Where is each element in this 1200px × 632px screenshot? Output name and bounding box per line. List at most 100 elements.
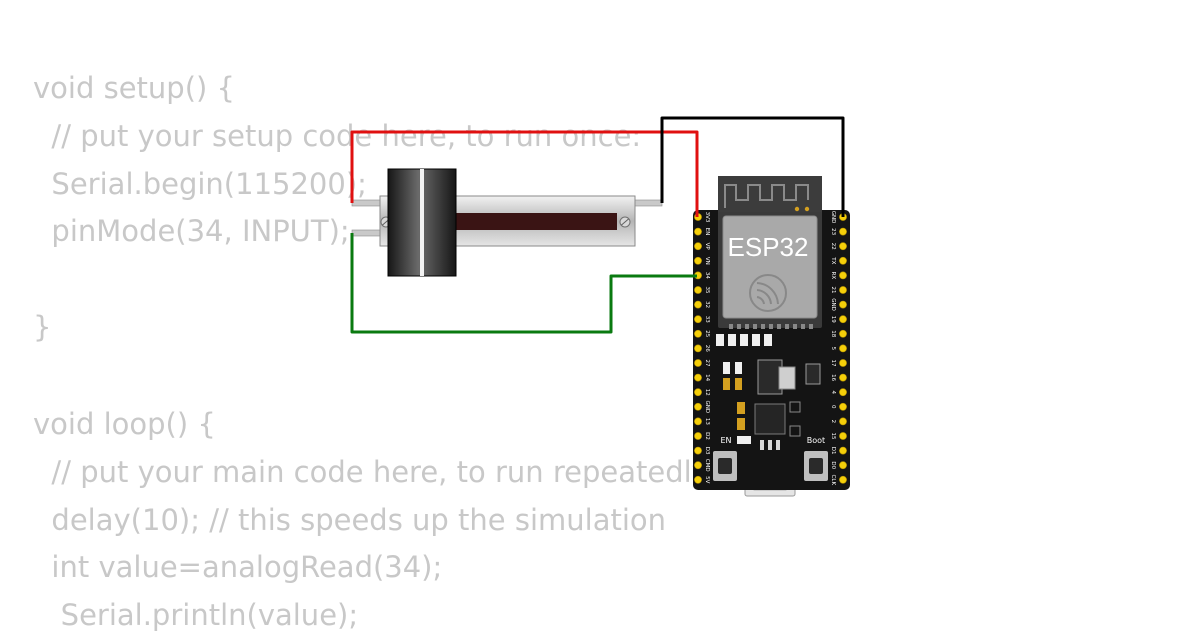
slide-potentiometer[interactable] [351, 168, 663, 277]
code-line: // put your main code here, to run repea… [33, 455, 717, 489]
pot-pin-sig [351, 229, 383, 237]
code-line: int value=analogRead(34); [33, 550, 443, 584]
power-wire[interactable] [350, 130, 699, 217]
left-pin-label: CMD [704, 459, 710, 472]
right-pin-label: CLK [830, 475, 836, 486]
code-line: void loop() { [33, 407, 216, 441]
left-pin-pad[interactable] [694, 315, 702, 324]
esp32-devkit-board[interactable]: ESP32 [693, 176, 850, 497]
left-pin-pad[interactable] [694, 475, 702, 484]
left-pin-label: GND [704, 400, 710, 413]
code-line: Serial.println(value); [33, 598, 359, 632]
button-en[interactable]: EN [713, 436, 737, 481]
pot-pin-gnd [631, 199, 663, 207]
code-line: void setup() { [33, 71, 235, 105]
right-pin-label: RX [830, 272, 836, 280]
signal-wire[interactable] [350, 233, 697, 334]
left-pin-label: 12 [704, 389, 710, 396]
right-pin-pad[interactable] [839, 446, 847, 455]
left-pin-label: 27 [704, 360, 710, 367]
right-pin-pad[interactable] [839, 388, 847, 397]
right-pin-pad[interactable] [839, 227, 847, 236]
left-pin-label: 32 [704, 301, 710, 308]
left-pin-pad[interactable] [694, 286, 702, 294]
left-pin-label: 34 [704, 272, 710, 279]
espressif-logo-icon [749, 274, 787, 312]
left-pin-pad[interactable] [694, 227, 702, 236]
left-pin-label: EN [704, 228, 710, 236]
left-pin-pad[interactable] [694, 446, 702, 455]
module-castellation [729, 324, 813, 329]
right-pin-pad[interactable] [839, 359, 847, 367]
right-pin-pad[interactable] [839, 256, 847, 265]
right-pin-pad[interactable] [839, 417, 847, 426]
right-pin-label: 19 [830, 316, 836, 323]
right-pin-pad[interactable] [839, 315, 847, 324]
right-pin-pad[interactable] [839, 475, 847, 484]
code-line: pinMode(34, INPUT); [33, 214, 350, 248]
left-pin-label: 25 [704, 330, 710, 337]
right-pin-pad[interactable] [839, 402, 847, 411]
code-line: Serial.begin(115200); [33, 167, 367, 201]
right-pin-pad[interactable] [839, 373, 847, 382]
left-pin-pad[interactable] [694, 329, 702, 338]
left-pin-pad[interactable] [694, 388, 702, 397]
left-pin-pad[interactable] [694, 373, 702, 382]
right-pin-pad[interactable] [839, 461, 847, 470]
left-pin-pad[interactable] [694, 344, 702, 353]
smd-components [716, 334, 821, 450]
right-pin-label: 16 [830, 374, 836, 381]
right-pin-label: 17 [830, 360, 836, 367]
ground-wire[interactable] [660, 116, 845, 217]
left-pin-label: 33 [704, 316, 710, 323]
right-pin-label: 21 [830, 287, 836, 294]
code-line: delay(10); // this speeds up the simulat… [33, 503, 667, 537]
left-pin-label: 35 [704, 287, 710, 294]
right-pin-label: GND [830, 211, 836, 224]
right-pin-pad[interactable] [839, 300, 847, 309]
button-boot-label: Boot [807, 436, 825, 445]
right-pin-pad[interactable] [839, 271, 847, 280]
module-shield [722, 215, 818, 319]
code-line: // put your setup code here, to run once… [33, 119, 642, 153]
left-pin-label: VN [704, 257, 710, 265]
right-pin-pad[interactable] [839, 242, 847, 251]
right-pin-label: 0 [830, 405, 836, 409]
left-pin-pad[interactable] [694, 242, 702, 251]
right-pin-label: 5 [830, 347, 836, 351]
left-pin-label: 14 [704, 374, 710, 381]
left-pin-pad[interactable] [694, 417, 702, 426]
left-pin-label: 13 [704, 418, 710, 425]
pot-track [452, 213, 617, 230]
right-pin-label: 2 [830, 420, 836, 424]
left-pin-label: VP [704, 243, 710, 251]
code-line: } [33, 310, 52, 344]
left-pin-label: D3 [704, 447, 710, 455]
right-pin-pad[interactable] [839, 344, 847, 353]
button-boot[interactable]: Boot [804, 436, 828, 481]
right-pin-label: D1 [830, 447, 836, 455]
left-pin-pad[interactable] [694, 402, 702, 411]
right-pin-pad[interactable] [839, 286, 847, 294]
right-pin-pad[interactable] [839, 432, 847, 440]
right-pin-label: 23 [830, 228, 836, 235]
right-pin-label: D0 [830, 461, 836, 469]
left-pin-pad[interactable] [694, 461, 702, 470]
right-pin-label: 18 [830, 330, 836, 337]
right-pin-label: 22 [830, 243, 836, 250]
left-pin-header: 3V3ENVPVN343532332526271412GND13D2D3CMD5… [694, 212, 710, 484]
left-pin-pad[interactable] [694, 256, 702, 265]
right-pin-pad[interactable] [839, 329, 847, 338]
module-label: ESP32 [728, 232, 809, 262]
pot-knob-divider [420, 169, 424, 276]
left-pin-pad[interactable] [694, 300, 702, 309]
right-pin-label: 4 [830, 390, 836, 394]
left-pin-label: D2 [704, 432, 710, 440]
pot-pin-vcc [351, 199, 383, 207]
right-pin-label: GND [830, 298, 836, 311]
left-pin-label: 3V3 [704, 212, 710, 223]
left-pin-pad[interactable] [694, 432, 702, 440]
left-pin-pad[interactable] [694, 359, 702, 367]
